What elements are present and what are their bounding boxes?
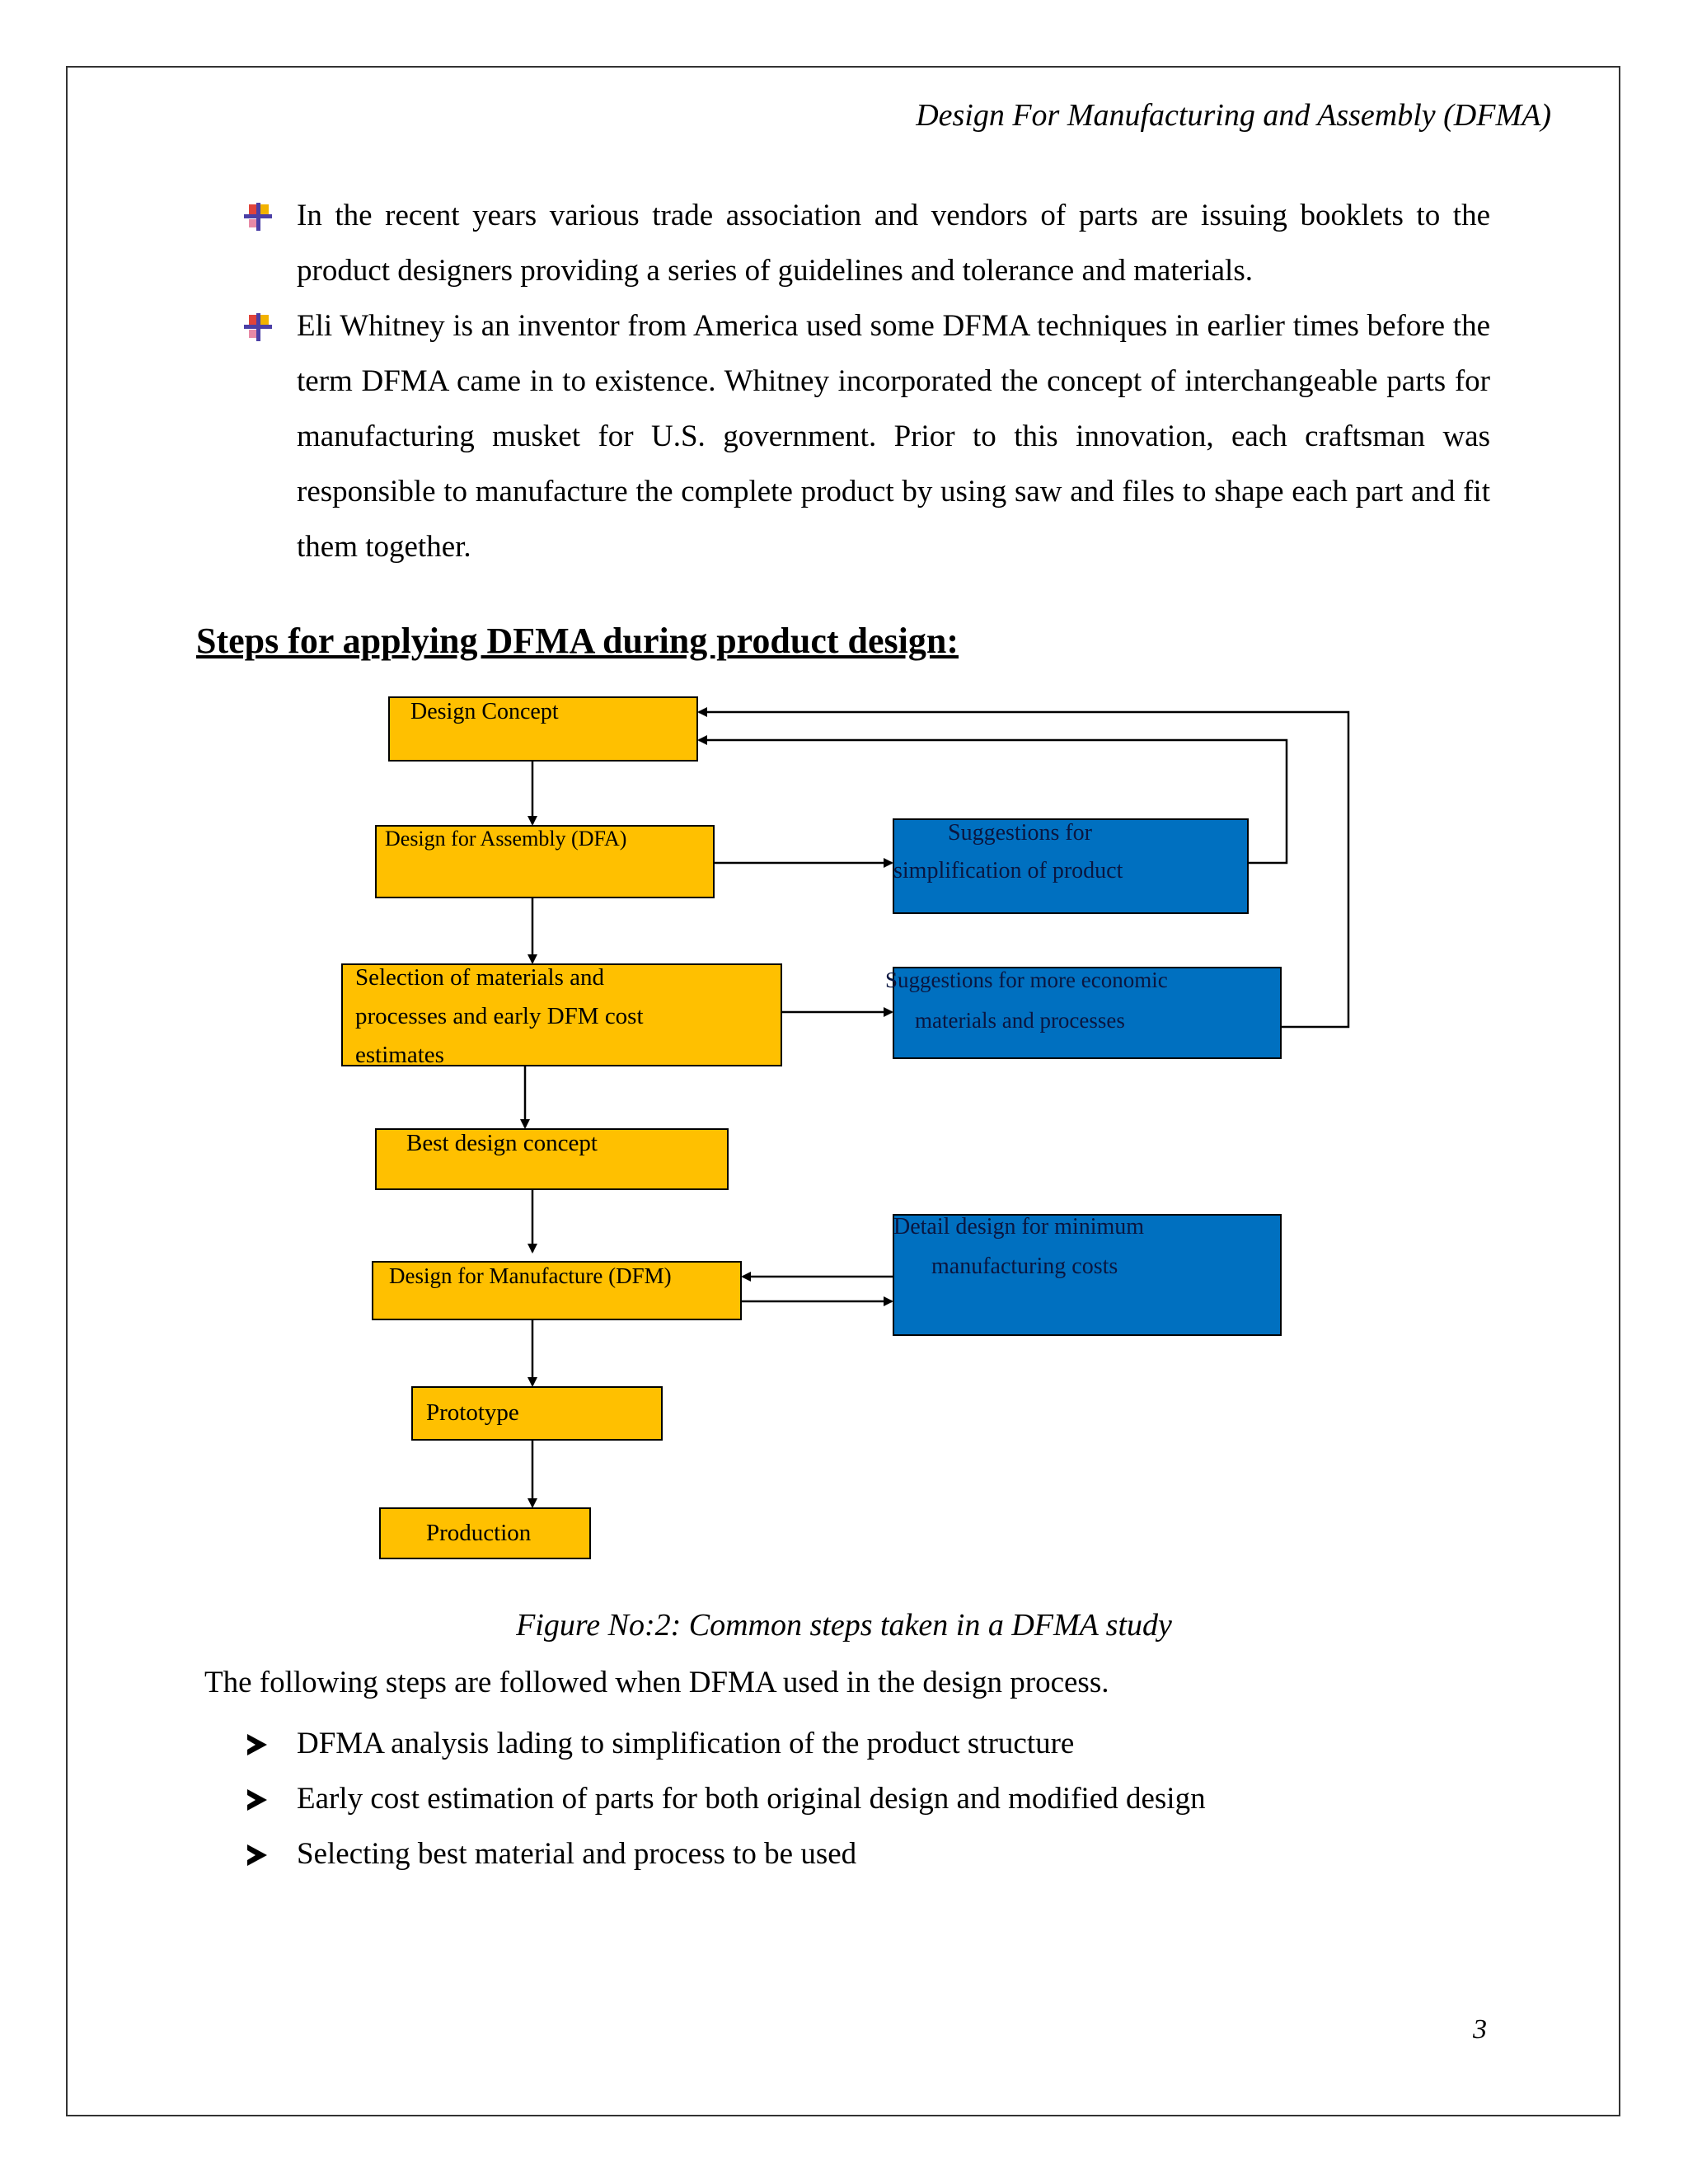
arrowhead-bullet-icon — [247, 1734, 267, 1755]
intro-paragraph: The following steps are followed when DF… — [204, 1666, 1109, 1699]
list-item-text: Early cost estimation of parts for both … — [297, 1782, 1206, 1816]
steps-list: DFMA analysis lading to simplification o… — [244, 1716, 1206, 1882]
list-item: Early cost estimation of parts for both … — [244, 1771, 1206, 1826]
arrowhead-bullet-icon — [247, 1789, 267, 1811]
bullet-item: In the recent years various trade associ… — [244, 188, 1490, 298]
running-header: Design For Manufacturing and Assembly (D… — [916, 98, 1551, 133]
bullet-text: In the recent years various trade associ… — [297, 199, 1490, 288]
bullet-text: Eli Whitney is an inventor from America … — [297, 309, 1490, 564]
list-item: DFMA analysis lading to simplification o… — [244, 1716, 1206, 1771]
plus-bullet-icon — [244, 313, 272, 341]
section-heading: Steps for applying DFMA during product d… — [196, 621, 959, 661]
plus-bullet-icon — [244, 203, 272, 231]
page-border — [66, 66, 1620, 2116]
bullet-list: In the recent years various trade associ… — [244, 188, 1490, 574]
list-item-text: Selecting best material and process to b… — [297, 1837, 857, 1871]
page-number: 3 — [1473, 2014, 1487, 2045]
list-item-text: DFMA analysis lading to simplification o… — [297, 1727, 1075, 1760]
bullet-item: Eli Whitney is an inventor from America … — [244, 298, 1490, 574]
figure-caption: Figure No:2: Common steps taken in a DFM… — [516, 1608, 1172, 1643]
list-item: Selecting best material and process to b… — [244, 1826, 1206, 1882]
arrowhead-bullet-icon — [247, 1844, 267, 1866]
